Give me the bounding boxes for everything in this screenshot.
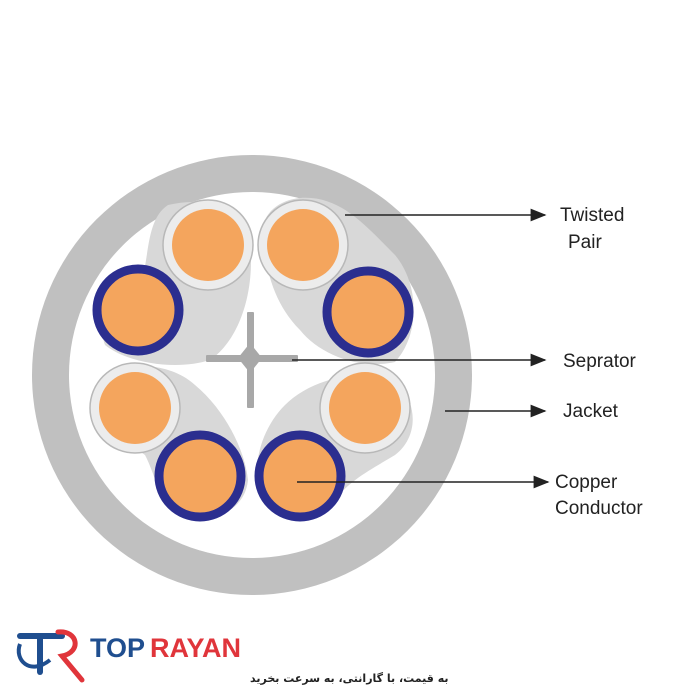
brand-name-top: TOP (90, 633, 145, 663)
label-separator: Seprator (563, 351, 637, 372)
conductor-white-top-right (257, 199, 349, 291)
brand-tagline: به قیمت، با گارانتی، به سرعت بخرید (250, 672, 449, 685)
label-copper: Copper (555, 472, 618, 493)
conductor-white-bottom-right (319, 362, 411, 454)
brand-name-rayan: RAYAN (150, 633, 241, 663)
separator (206, 312, 298, 408)
conductor-blue-bottom-right (254, 430, 346, 522)
conductors (89, 199, 414, 522)
label-jacket: Jacket (563, 401, 619, 422)
label-pair: Pair (568, 232, 602, 253)
conductor-blue-left (92, 264, 184, 356)
conductor-white-top-left (162, 199, 254, 291)
conductor-blue-bottom-left (154, 430, 246, 522)
conductor-blue-right (322, 266, 414, 358)
brand-logo: TOP RAYAN به قیمت، با گارانتی، به سرعت ب… (16, 629, 449, 685)
conductor-white-bottom-left (89, 362, 181, 454)
brand-logo-mark (16, 629, 85, 683)
label-twisted: Twisted (560, 205, 624, 226)
label-conductor: Conductor (555, 498, 643, 519)
